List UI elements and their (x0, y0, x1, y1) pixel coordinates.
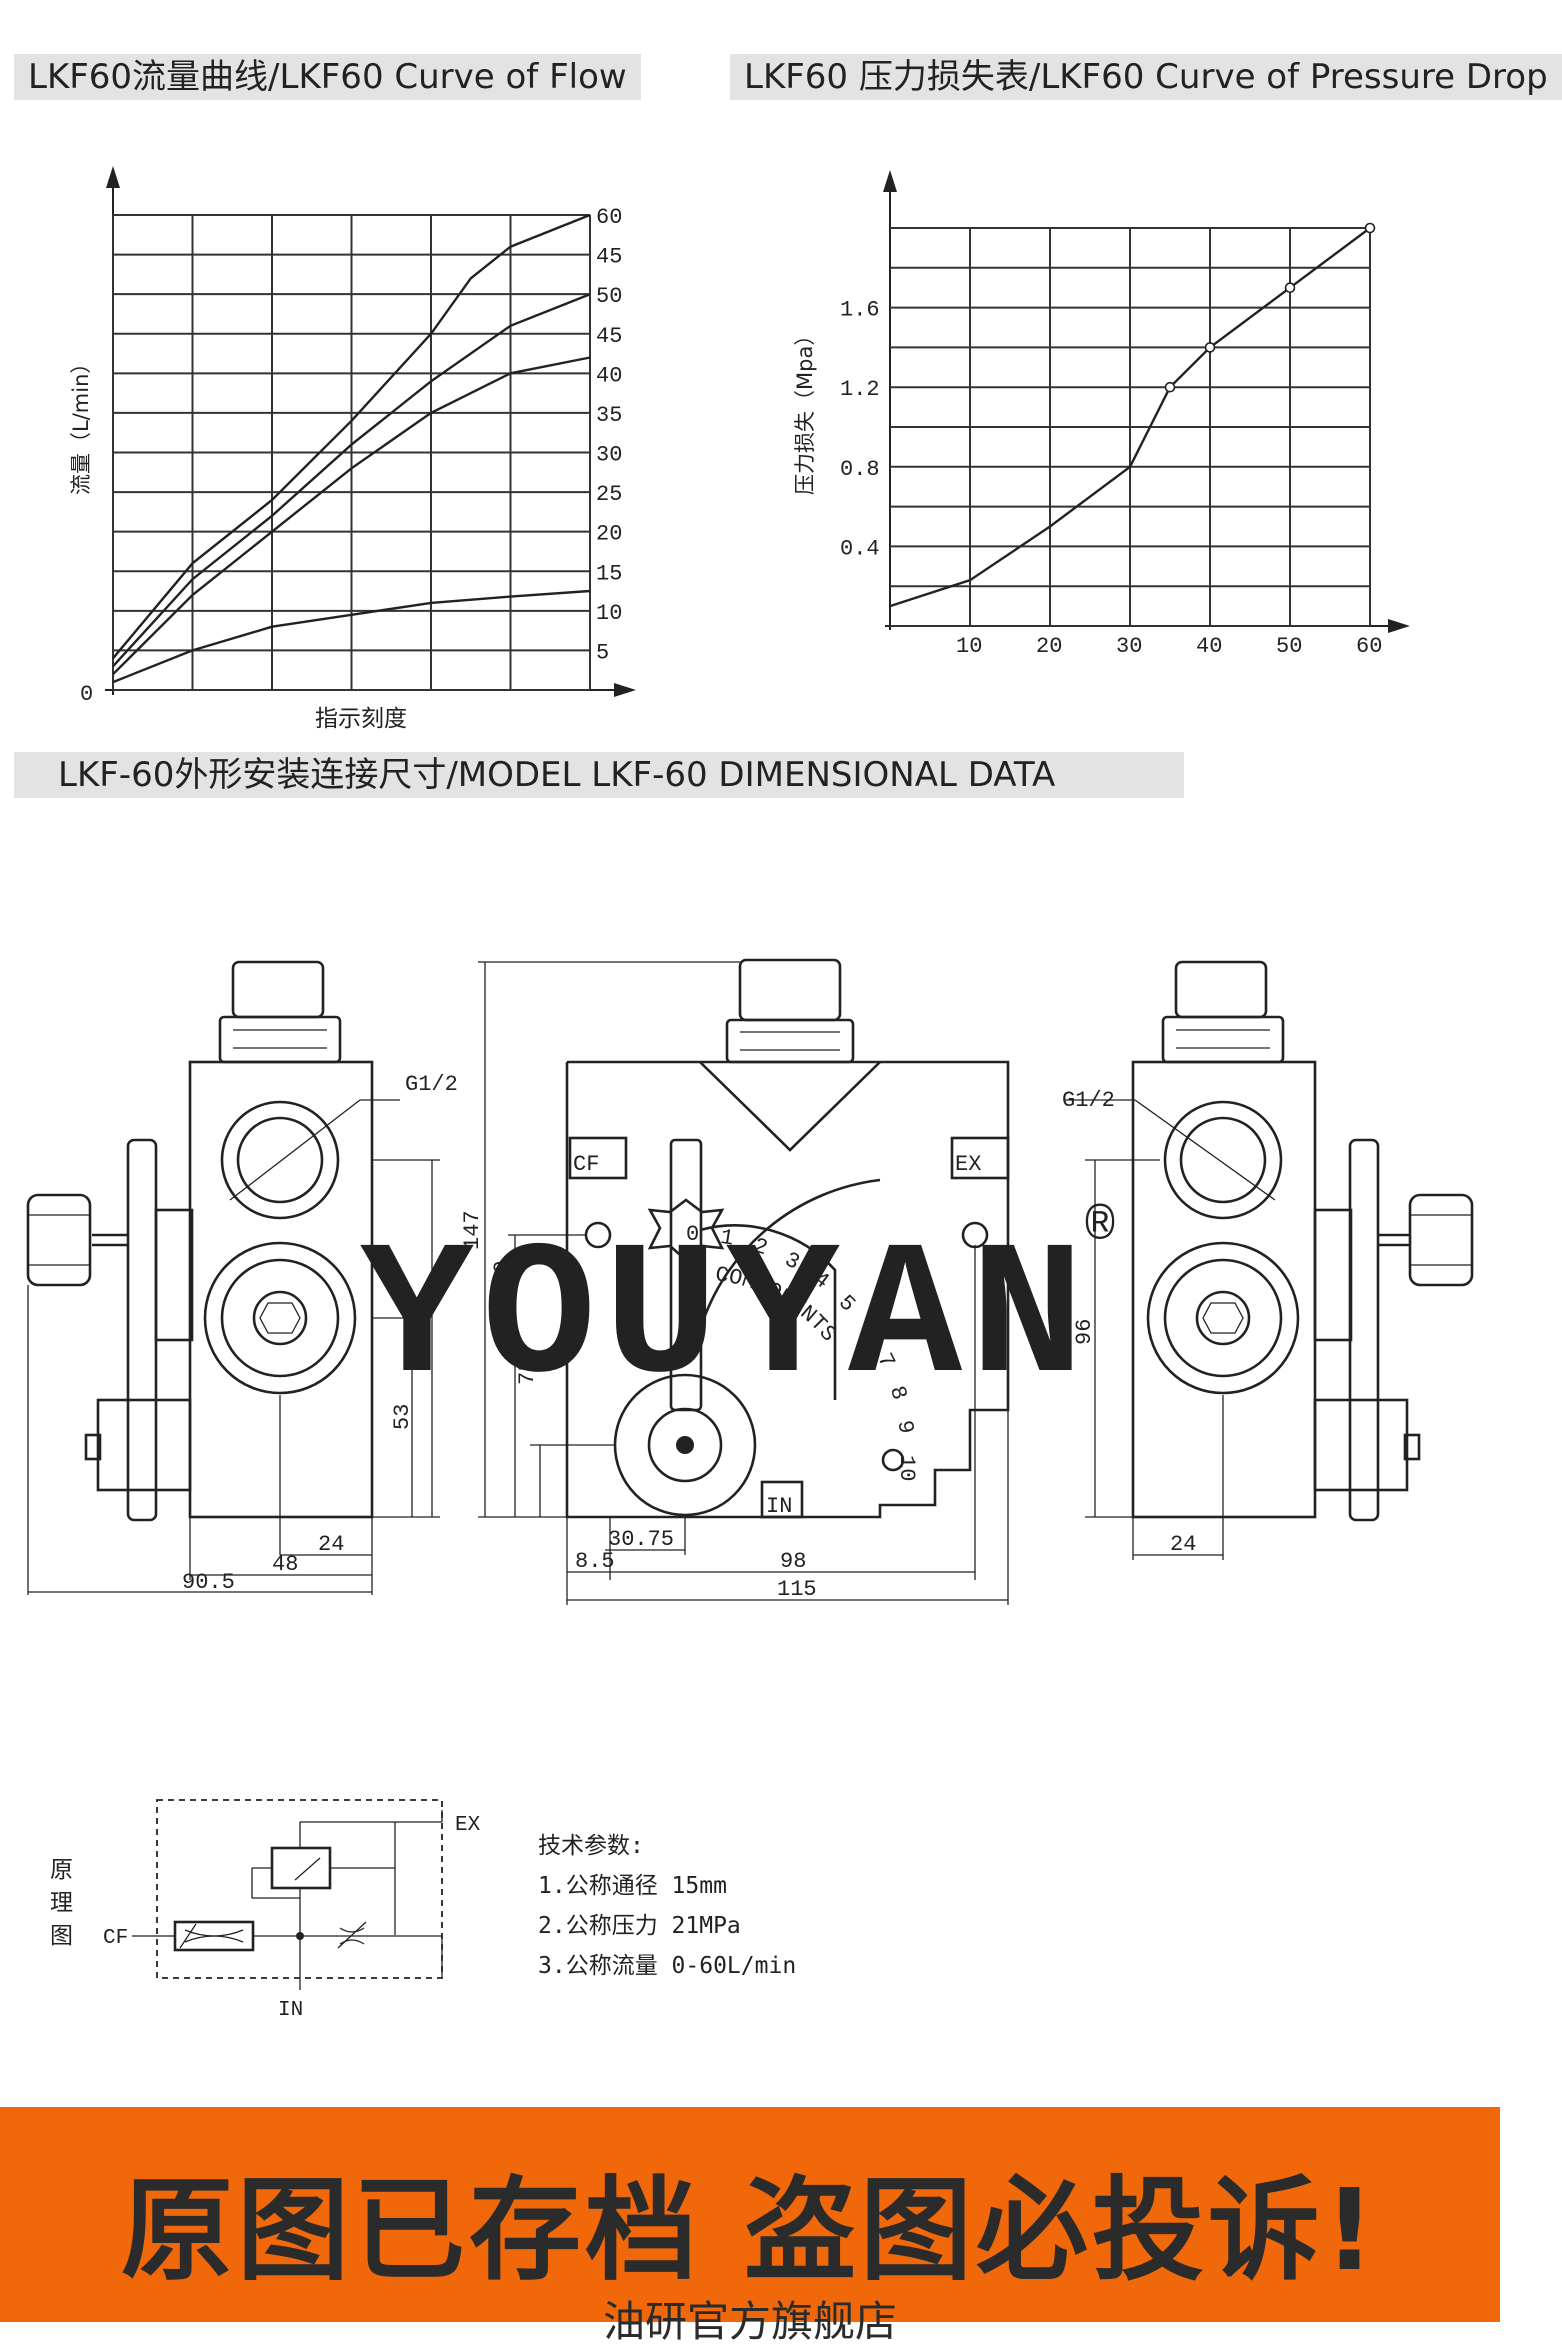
left-view-dimension-lines (27, 1159, 440, 1595)
dim-90-5: 90.5 (182, 1570, 235, 1595)
spec-item-flow: 3.公称流量 0-60L/min (538, 1953, 797, 1979)
flow-tick-label: 30 (596, 443, 622, 468)
dial-number: 10 (894, 1455, 919, 1481)
pressure-chart-title: LKF60 压力损失表/LKF60 Curve of Pressure Drop (730, 54, 1562, 100)
right-side-view (1065, 960, 1474, 1522)
pd-point-marker (1204, 342, 1216, 353)
flow-tick-label: 10 (596, 601, 622, 626)
right-port-label: G1/2 (1062, 1088, 1115, 1113)
pd-point-marker (1364, 222, 1376, 234)
dim-48: 48 (272, 1552, 298, 1577)
spec-item-pressure: 2.公称压力 21MPa (538, 1913, 741, 1939)
pd-x-tick-label: 20 (1036, 634, 1062, 659)
dial-number: 9 (891, 1419, 918, 1436)
pressure-chart: 10 20 30 40 50 60 0.4 0.8 1.2 1.6 压力损失（Mpa） (793, 170, 1410, 659)
flow-curve-line (112, 293, 591, 668)
dim-24-right: 24 (1170, 1532, 1196, 1557)
copyright-banner (0, 2107, 1500, 2322)
front-port-in: IN (766, 1494, 792, 1519)
right-view-dimension-lines (1085, 1159, 1224, 1560)
schematic-ex: EX (455, 1814, 481, 1837)
dim-96-right: 96 (1072, 1319, 1097, 1345)
hydraulic-schematic (132, 1799, 443, 1990)
pd-y-tick-label: 0.8 (840, 457, 880, 482)
specs-heading: 技术参数: (538, 1833, 644, 1859)
schematic-cf: CF (103, 1927, 128, 1950)
schematic-label-3: 图 (50, 1923, 73, 1949)
pressure-y-axis-label: 压力损失（Mpa） (793, 325, 817, 495)
dim-8-5: 8.5 (575, 1549, 615, 1574)
flow-chart: 60 45 50 45 40 35 30 25 20 15 10 5 0 指示刻度 流量（L/min） (69, 166, 636, 732)
dial-number: 0 (686, 1222, 699, 1247)
schematic-label-2: 理 (50, 1890, 73, 1916)
flow-y-axis-label: 流量（L/min） (69, 353, 93, 495)
flow-tick-label: 5 (596, 640, 609, 665)
pd-point-marker (1284, 282, 1296, 294)
flow-tick-label: 20 (596, 522, 622, 547)
copyright-banner-text: 原图已存档 盗图必投诉! (120, 2166, 1380, 2296)
front-port-ex: EX (955, 1152, 981, 1177)
pressure-chart-curve (889, 222, 1376, 608)
pd-x-tick-label: 30 (1116, 634, 1142, 659)
pd-x-tick-label: 40 (1196, 634, 1222, 659)
flow-tick-label: 45 (596, 245, 622, 270)
schematic-in: IN (278, 1999, 303, 2022)
flow-curve-line (112, 213, 591, 660)
left-port-label: G1/2 (405, 1072, 458, 1097)
pd-y-tick-label: 1.6 (840, 298, 880, 323)
dimension-drawing: YOUYAN ® G1/2 (26, 958, 1474, 2022)
dimension-title: LKF-60外形安装连接尺寸/MODEL LKF-60 DIMENSIONAL … (14, 752, 1184, 798)
flow-tick-label: 45 (596, 324, 622, 349)
dim-24-left: 24 (318, 1532, 344, 1557)
pressure-chart-tick-labels: 10 20 30 40 50 60 0.4 0.8 1.2 1.6 (840, 298, 1382, 659)
dim-120: 120 (490, 1260, 515, 1300)
pressure-chart-grid (890, 227, 1371, 627)
pd-x-tick-label: 50 (1276, 634, 1302, 659)
dim-53: 53 (390, 1404, 415, 1430)
pd-point-marker (1164, 381, 1176, 393)
flow-curve-line (112, 356, 591, 676)
pd-x-tick-label: 10 (956, 634, 982, 659)
flow-chart-curves (112, 213, 591, 684)
pd-y-tick-label: 0.4 (840, 536, 880, 561)
copyright-banner-subtext: 油研官方旗舰店 (602, 2297, 897, 2346)
front-view-dimension-lines (478, 961, 1009, 1605)
dim-96-left: 96 (410, 1319, 435, 1345)
dim-30-75: 30.75 (608, 1527, 674, 1552)
pd-y-tick-label: 1.2 (840, 377, 880, 402)
flow-origin-label: 0 (80, 682, 93, 707)
front-view (565, 958, 1010, 1519)
flow-tick-label: 15 (596, 561, 622, 586)
dim-147: 147 (460, 1210, 485, 1250)
flow-tick-label: 40 (596, 363, 622, 388)
schematic-label: 原理图 (50, 1857, 73, 1949)
flow-curve-line (112, 589, 591, 684)
schematic-label-1: 原 (50, 1857, 73, 1883)
flow-x-axis-label: 指示刻度 (315, 706, 407, 732)
flow-tick-label: 50 (596, 284, 622, 309)
dim-115: 115 (777, 1577, 817, 1602)
pd-x-tick-label: 60 (1356, 634, 1382, 659)
front-port-cf: CF (573, 1152, 599, 1177)
flow-tick-label: 60 (596, 205, 622, 230)
dim-75: 75 (515, 1359, 540, 1385)
dim-98: 98 (780, 1549, 806, 1574)
pd-curve-line (889, 227, 1371, 608)
flow-chart-tick-labels: 60 45 50 45 40 35 30 25 20 15 10 5 (596, 205, 622, 665)
watermark-registered-mark: ® (1085, 1199, 1115, 1256)
flow-chart-title: LKF60流量曲线/LKF60 Curve of Flow (14, 54, 641, 100)
left-side-view (26, 960, 400, 1522)
flow-chart-grid (112, 214, 591, 691)
flow-tick-label: 25 (596, 482, 622, 507)
flow-tick-label: 35 (596, 403, 622, 428)
spec-item-bore: 1.公称通径 15mm (538, 1873, 727, 1899)
dial-number: 1 (719, 1225, 736, 1252)
